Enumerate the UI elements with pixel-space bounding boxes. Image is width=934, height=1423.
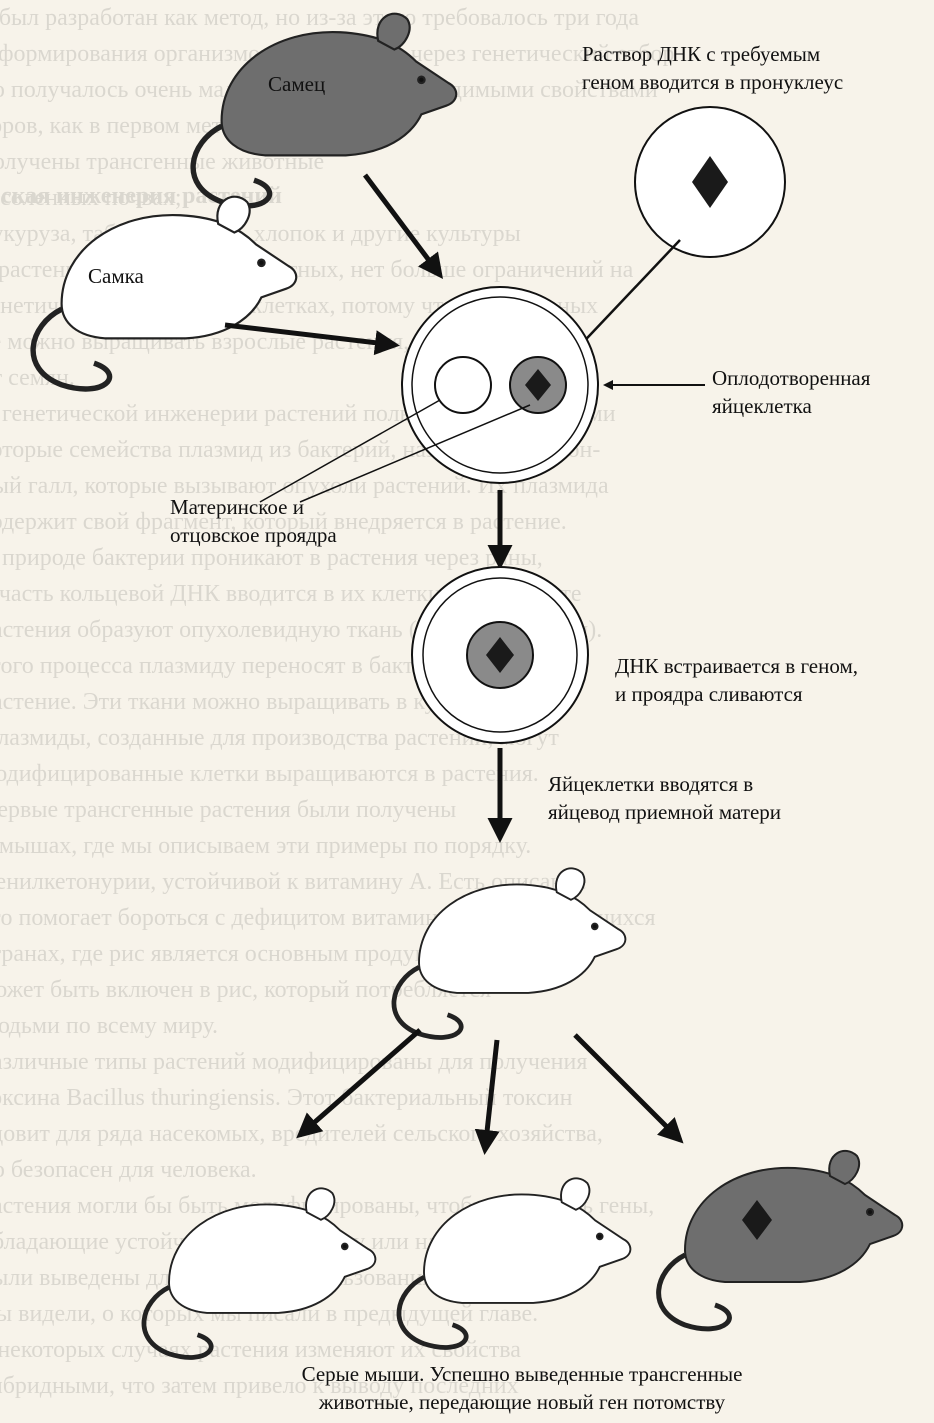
figure-caption: Серые мыши. Успешно выведенные трансгенн… <box>262 1360 782 1416</box>
integrated-egg <box>412 567 588 743</box>
label-dna-solution-line2: геном вводится в пронуклеус <box>582 68 843 96</box>
arrow-offspring-right <box>575 1035 680 1140</box>
label-fertilized-egg: Оплодотворенная яйцеклетка <box>712 364 870 420</box>
arrow-offspring-left <box>300 1030 420 1135</box>
female-mouse <box>33 197 296 389</box>
arrow-female <box>225 325 395 345</box>
label-pronuclei-line1: Материнское и <box>170 493 337 521</box>
arrow-male <box>365 175 440 275</box>
arrow-offspring-middle <box>485 1040 497 1150</box>
maternal-pronucleus <box>435 357 491 413</box>
label-fertilized-egg-line2: яйцеклетка <box>712 392 870 420</box>
label-pronuclei: Материнское и отцовское проядра <box>170 493 337 549</box>
offspring-mouse-1 <box>144 1188 375 1357</box>
label-dna-integration-line2: и проядра сливаются <box>615 680 858 708</box>
figure-caption-line2: животные, передающие новый ген потомству <box>262 1388 782 1416</box>
label-dna-solution-line1: Раствор ДНК с требуемым <box>582 40 843 68</box>
label-oviduct-transfer: Яйцеклетки вводятся в яйцевод приемной м… <box>548 770 781 826</box>
label-dna-solution: Раствор ДНК с требуемым геном вводится в… <box>582 40 843 96</box>
fertilized-egg <box>402 287 598 483</box>
offspring-mouse-2 <box>399 1178 630 1347</box>
dna-solution-pipette <box>555 107 785 372</box>
foster-mother-mouse <box>394 868 625 1037</box>
pointer-pronuclei-1 <box>260 400 440 502</box>
label-female: Самка <box>88 262 144 290</box>
label-dna-integration-line1: ДНК встраивается в геном, <box>615 652 858 680</box>
label-oviduct-transfer-line2: яйцевод приемной матери <box>548 798 781 826</box>
label-pronuclei-line2: отцовское проядра <box>170 521 337 549</box>
label-dna-integration: ДНК встраивается в геном, и проядра слив… <box>615 652 858 708</box>
label-fertilized-egg-line1: Оплодотворенная <box>712 364 870 392</box>
label-oviduct-transfer-line1: Яйцеклетки вводятся в <box>548 770 781 798</box>
label-male: Самец <box>268 70 325 98</box>
transgenic-offspring-mouse <box>659 1151 903 1329</box>
male-mouse <box>193 14 456 206</box>
figure-caption-line1: Серые мыши. Успешно выведенные трансгенн… <box>262 1360 782 1388</box>
